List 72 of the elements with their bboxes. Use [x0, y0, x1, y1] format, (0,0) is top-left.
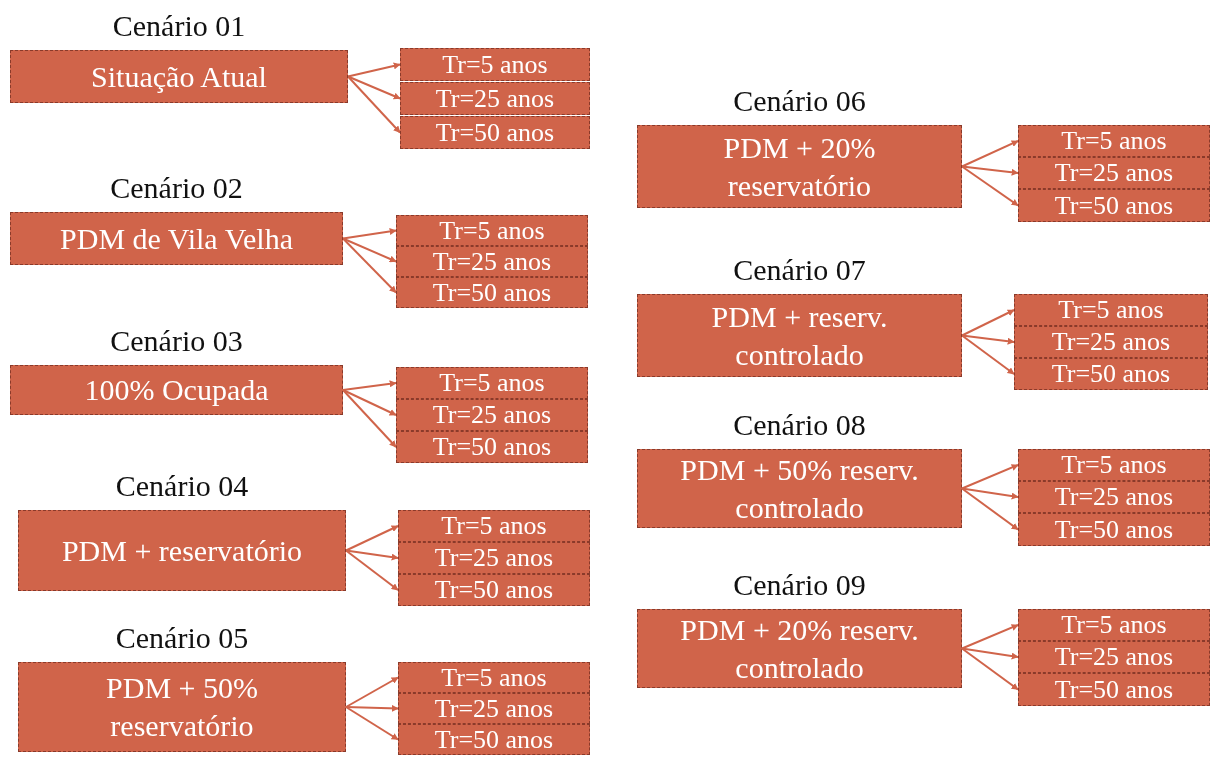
box-label: 100% Ocupada — [84, 372, 269, 408]
scenario-heading: Cenário 05 — [115, 620, 249, 656]
arrow — [345, 549, 399, 591]
box-label: Tr=25 anos — [435, 84, 555, 113]
arrow — [342, 380, 397, 391]
box-label: Tr=50 anos — [1054, 675, 1174, 704]
box-label: Tr=5 anos — [441, 512, 547, 540]
box-label: Tr=50 anos — [435, 118, 555, 147]
arrow — [961, 140, 1019, 168]
box-label: Tr=50 anos — [1054, 515, 1174, 544]
arrow — [961, 334, 1015, 375]
arrow — [961, 464, 1019, 490]
box-label: PDM + reserv. controlado — [710, 298, 889, 373]
box-label: Situação Atual — [91, 58, 267, 95]
scenario-heading: Cenário 09 — [733, 567, 866, 603]
scenario-heading: Cenário 02 — [110, 170, 243, 206]
arrow — [342, 237, 397, 263]
arrow — [342, 237, 397, 294]
arrow — [961, 487, 1019, 531]
box-label: Tr=5 anos — [439, 369, 545, 397]
box-label: Tr=25 anos — [1051, 328, 1171, 356]
arrow — [342, 228, 397, 240]
box-label: Tr=25 anos — [434, 544, 554, 572]
arrow — [345, 525, 399, 552]
arrow — [342, 389, 397, 448]
arrow — [961, 165, 1019, 176]
scenario-heading: Cenário 03 — [110, 323, 243, 359]
arrow — [347, 62, 401, 78]
box-label: Tr=25 anos — [434, 694, 554, 723]
box-label: Tr=50 anos — [434, 725, 554, 754]
box-label: Tr=50 anos — [432, 433, 552, 461]
arrow — [961, 647, 1019, 691]
box-label: Tr=5 anos — [1061, 451, 1167, 479]
arrow — [961, 334, 1015, 345]
box-label: Tr=5 anos — [441, 663, 547, 692]
arrow — [345, 676, 399, 708]
box-label: Tr=50 anos — [1051, 360, 1171, 388]
scenario-heading: Cenário 04 — [115, 468, 249, 504]
box-label: PDM + 50% reserv. controlado — [679, 451, 920, 526]
arrow — [961, 647, 1019, 660]
arrow — [347, 75, 401, 134]
scenario-heading: Cenário 01 — [112, 8, 246, 44]
box-label: Tr=50 anos — [434, 576, 554, 604]
box-label: Tr=5 anos — [1061, 611, 1167, 639]
arrow — [345, 704, 399, 712]
box-label: Tr=50 anos — [432, 278, 552, 307]
box-label: Tr=25 anos — [432, 247, 552, 276]
scenario-heading: Cenário 06 — [733, 83, 866, 119]
arrow — [961, 165, 1019, 207]
arrow — [961, 309, 1015, 337]
box-label: PDM + 50% reservatório — [105, 670, 259, 744]
arrow — [961, 624, 1019, 650]
box-label: PDM + 20% reserv. controlado — [679, 611, 920, 686]
box-label: Tr=25 anos — [432, 401, 552, 429]
box-label: PDM + 20% reservatório — [722, 129, 877, 204]
arrow — [342, 389, 397, 416]
arrow — [345, 706, 399, 741]
scenario-heading: Cenário 08 — [733, 407, 866, 443]
box-label: Tr=5 anos — [442, 50, 548, 79]
box-label: PDM + reservatório — [61, 532, 303, 569]
box-label: Tr=25 anos — [1054, 643, 1174, 671]
box-label: Tr=25 anos — [1054, 483, 1174, 511]
box-label: Tr=50 anos — [1054, 191, 1174, 220]
arrow — [347, 75, 401, 100]
scenario-heading: Cenário 07 — [733, 252, 866, 288]
box-label: Tr=25 anos — [1054, 159, 1174, 187]
box-label: PDM de Vila Velha — [60, 220, 293, 257]
box-label: Tr=5 anos — [439, 216, 545, 245]
box-label: Tr=5 anos — [1058, 296, 1164, 324]
box-label: Tr=5 anos — [1061, 127, 1167, 155]
arrow — [961, 487, 1019, 500]
arrow — [345, 549, 399, 561]
